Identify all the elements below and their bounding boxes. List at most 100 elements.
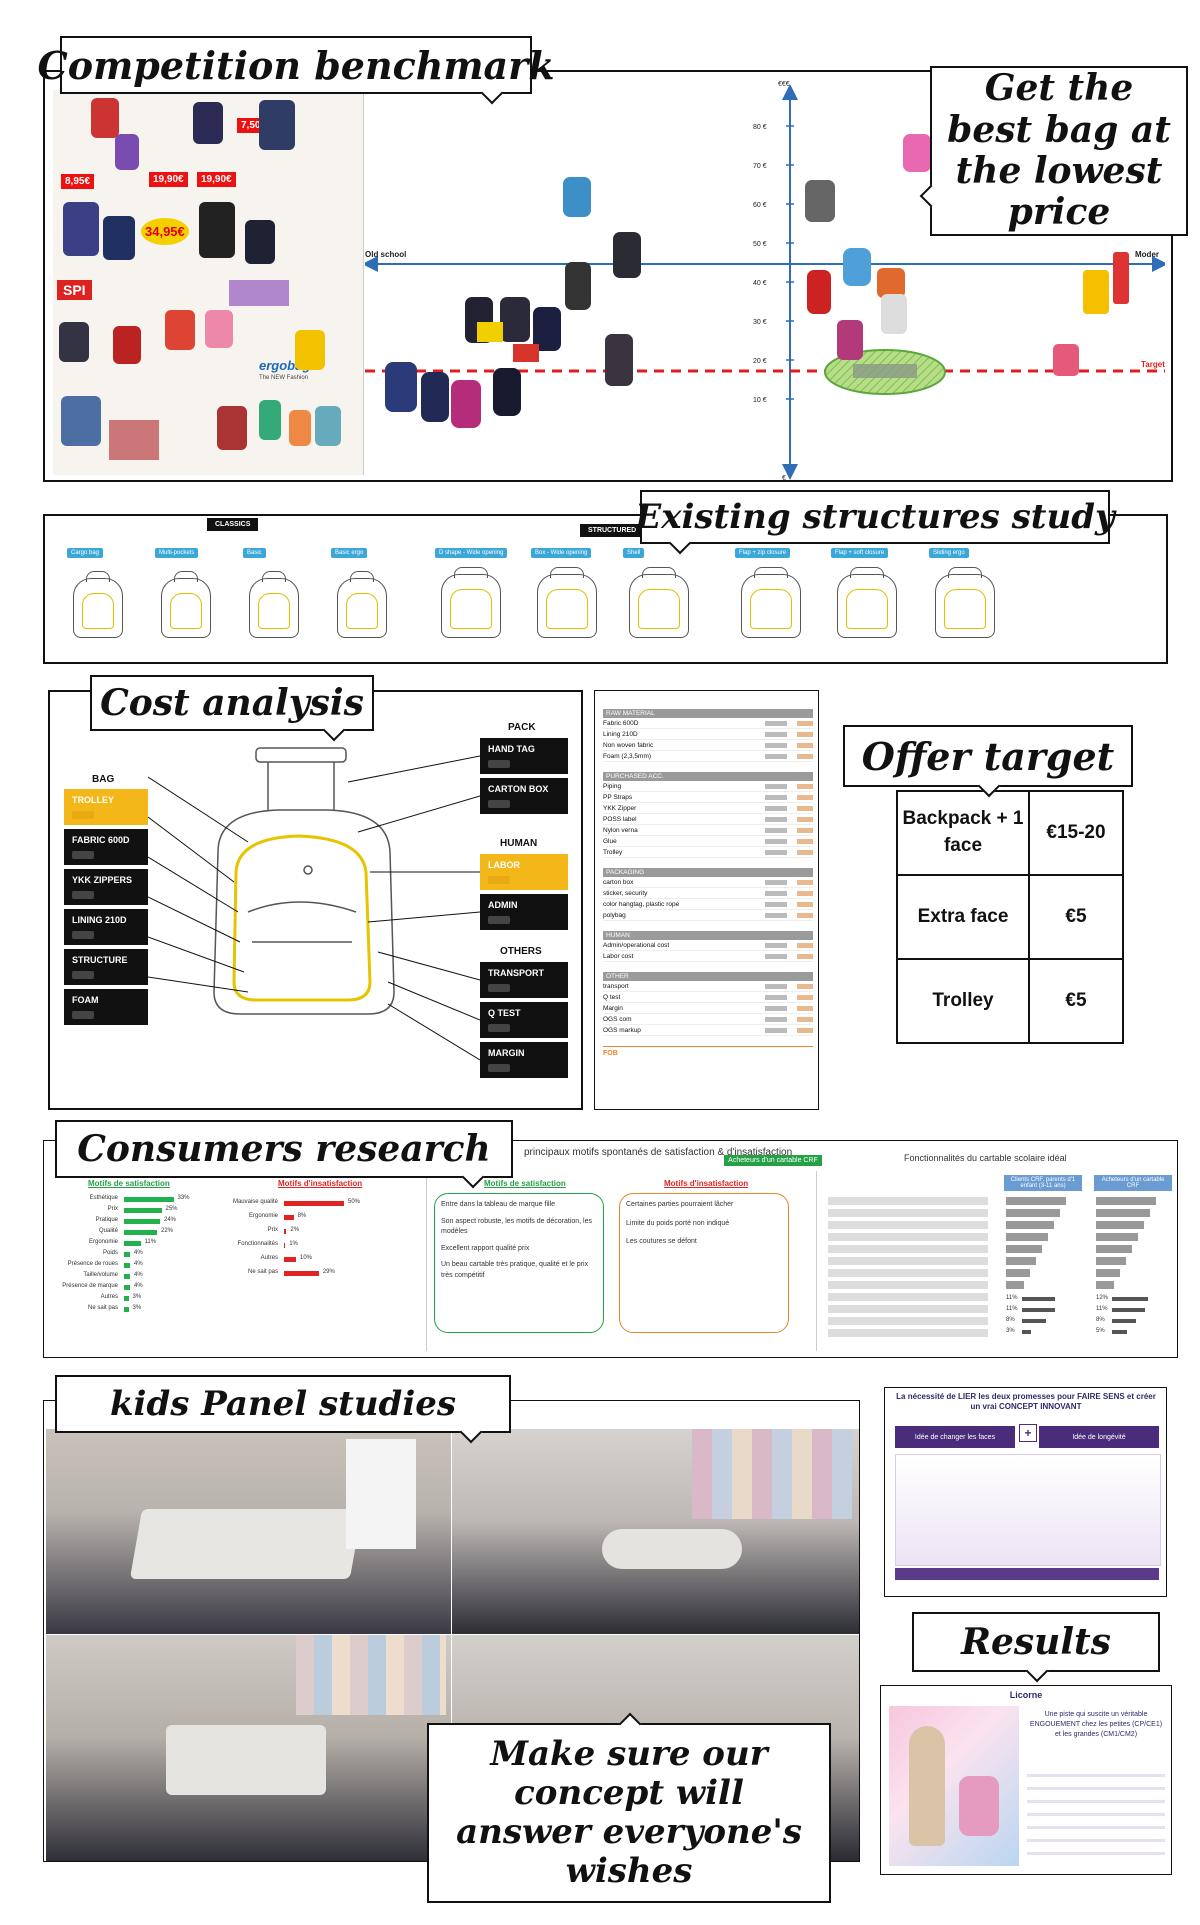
competitor-bag <box>493 368 521 416</box>
sat-bar <box>124 1230 157 1235</box>
insat-value: 8% <box>297 1213 307 1219</box>
results-notes <box>1027 1764 1165 1864</box>
research-title-tag: Consumers research <box>55 1120 513 1178</box>
target-label: Target <box>1141 360 1165 369</box>
sheet-row: Labor cost <box>603 951 813 962</box>
bag-thumbnail <box>113 326 141 364</box>
sheet-row-label: Nylon verna <box>603 826 638 834</box>
sheet-value-blurred <box>765 890 787 896</box>
column-b-value: 12% <box>1096 1295 1109 1301</box>
cost-item-transport: TRANSPORT <box>480 962 568 998</box>
column-a-value-bar <box>1022 1319 1046 1323</box>
insat-value: 10% <box>300 1255 313 1261</box>
sheet-row: Foam (2,3,5mm) <box>603 751 813 762</box>
column-a-value-bar <box>1022 1330 1031 1334</box>
column-a-bar <box>1006 1269 1030 1277</box>
concept-right-box: Idée de longévité <box>1039 1426 1159 1448</box>
sheet-percent-blurred <box>797 1005 813 1011</box>
sat-label: Ne sait pas <box>87 1305 118 1311</box>
competitor-bag <box>805 180 835 222</box>
results-slide: Licorne Une piste qui suscite un véritab… <box>880 1685 1172 1875</box>
price-tick-label: 30 € <box>753 319 767 326</box>
sat-value: 11% <box>144 1239 157 1245</box>
column-a-bar <box>1006 1281 1024 1289</box>
insat-label: Prix <box>267 1227 278 1233</box>
price-tick-label: 20 € <box>753 358 767 365</box>
sheet-percent-blurred <box>797 1027 813 1033</box>
sat-value: 4% <box>134 1283 143 1289</box>
bag-thumbnail <box>109 420 159 460</box>
bag-thumbnail <box>289 410 311 446</box>
ideal-feature-row <box>828 1257 988 1265</box>
concept-diagram <box>895 1454 1161 1566</box>
ideal-feature-row <box>828 1245 988 1253</box>
structures-title-tag: Existing structures study <box>635 490 1115 544</box>
cost-panel: BAG PACK HUMAN OTHERS TROLLEY FABRIC 600… <box>48 690 583 1110</box>
sheet-section-head: RAW MATERIAL <box>603 709 813 718</box>
ideal-feature-row <box>828 1209 988 1217</box>
sat-label: Autres <box>100 1294 118 1300</box>
column-b-value-bar <box>1112 1297 1148 1301</box>
sheet-row: Trolley <box>603 847 813 858</box>
sheet-row: Non woven fabric <box>603 740 813 751</box>
price-tick-label: 40 € <box>753 280 767 287</box>
bag-thumbnail <box>217 406 247 450</box>
ideal-feature-row <box>828 1221 988 1229</box>
column-header-b: Acheteurs d'un cartable CRF <box>1094 1175 1172 1191</box>
sheet-value-blurred <box>765 753 787 759</box>
sheet-row: polybag <box>603 910 813 921</box>
insat-bar <box>284 1243 286 1248</box>
sheet-value-blurred <box>765 838 787 844</box>
quote: Son aspect robuste, les motifs de décora… <box>441 1217 592 1236</box>
column-a-bar <box>1006 1233 1048 1241</box>
sat-label: Taille/volume <box>83 1272 118 1278</box>
sheet-value-blurred <box>765 805 787 811</box>
bag-thumbnail <box>199 202 235 258</box>
column-b-bar <box>1096 1221 1144 1229</box>
price-sticker: 19,90€ <box>197 172 236 187</box>
sat-bar <box>124 1296 129 1301</box>
sat-value: 25% <box>165 1206 178 1212</box>
sat-value: 3% <box>132 1294 142 1300</box>
column-a-value: 8% <box>1006 1317 1015 1323</box>
results-slide-text: Une piste qui suscite un véritable ENGOU… <box>1029 1711 1163 1738</box>
sheet-row: Fabric 600D <box>603 718 813 729</box>
offer-title-tag: Offer target <box>843 725 1133 787</box>
kids-title-tag: kids Panel studies <box>55 1375 511 1433</box>
crf-tag: Acheteurs d'un cartable CRF <box>724 1155 822 1166</box>
structure-label: Basic <box>243 548 266 558</box>
research-slide-right: Clients CRF, parents d'1 enfant (3-11 an… <box>824 1171 1174 1353</box>
sheet-percent-blurred <box>797 731 813 737</box>
sat-bar <box>124 1219 160 1224</box>
sheet-row: Glue <box>603 836 813 847</box>
sheet-section-head: PURCHASED ACC. <box>603 772 813 781</box>
cost-item-lining: LINING 210D <box>64 909 148 945</box>
wall-posters <box>296 1635 446 1715</box>
column-a-bar <box>1006 1221 1054 1229</box>
concept-bar <box>895 1568 1159 1580</box>
structure-label: Shell <box>623 548 645 558</box>
sheet-value-blurred <box>765 994 787 1000</box>
bag-thumbnail <box>61 396 101 446</box>
sheet-row-label: carton box <box>603 878 634 886</box>
sheet-row: POSS label <box>603 814 813 825</box>
cost-item-fabric: FABRIC 600D <box>64 829 148 865</box>
sheet-row-label: Glue <box>603 837 617 845</box>
competitor-bag <box>385 362 417 412</box>
column-b-bar <box>1096 1209 1150 1217</box>
sat-bar <box>124 1252 130 1257</box>
cost-item-labor: LABOR <box>480 854 568 890</box>
sheet-row-label: OGS markup <box>603 1026 641 1034</box>
meeting-table <box>166 1725 326 1795</box>
column-a-value: 11% <box>1006 1306 1018 1312</box>
column-b-value: 5% <box>1096 1328 1105 1334</box>
unicorn-bag-photo <box>889 1706 1019 1866</box>
research-header: principaux motifs spontanés de satisfact… <box>524 1147 793 1158</box>
insat-title: Motifs d'insatisfaction <box>278 1179 363 1188</box>
competitor-bag <box>500 297 530 342</box>
competitor-bag <box>533 307 561 351</box>
wall-posters <box>692 1429 852 1519</box>
sheet-value-blurred <box>765 953 787 959</box>
sheet-row-label: Non woven fabric <box>603 741 654 749</box>
concept-plus: + <box>1019 1424 1037 1442</box>
